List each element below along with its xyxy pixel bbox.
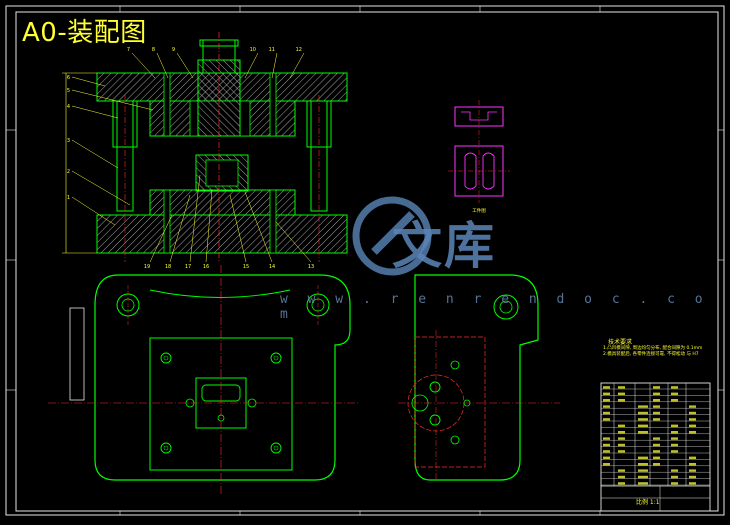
balloon-number: 16 (203, 264, 209, 270)
side-view (398, 274, 560, 481)
inner-border (15, 11, 719, 512)
plan-view (48, 265, 360, 495)
title-block (600, 382, 711, 512)
outer-border (5, 5, 725, 516)
balloon-number: 9 (172, 47, 175, 53)
balloon-numbers-bottom: 19 18 17 16 15 14 13 (144, 264, 314, 270)
front-section-view (62, 32, 348, 262)
drawing-title: A0-装配图 (22, 18, 147, 48)
watermark-logo-icon (352, 196, 432, 276)
balloon-number: 13 (308, 264, 314, 270)
leader-lines (71, 52, 312, 263)
balloon-number: 8 (152, 47, 155, 53)
balloon-number: 1 (67, 195, 70, 201)
scale-label: 比例 1:1 (636, 499, 660, 506)
balloon-number: 18 (165, 264, 171, 270)
balloon-number: 2 (67, 169, 70, 175)
balloon-number: 11 (269, 47, 275, 53)
workpiece-label: 工件图 (472, 207, 486, 214)
balloon-number: 4 (67, 104, 70, 110)
balloon-number: 17 (185, 264, 191, 270)
balloon-number: 6 (67, 75, 70, 81)
balloon-number: 3 (67, 138, 70, 144)
balloon-number: 5 (67, 88, 70, 94)
balloon-number: 15 (243, 264, 249, 270)
balloon-number: 19 (144, 264, 150, 270)
watermark-text: 文库 (392, 217, 496, 275)
balloon-number: 10 (250, 47, 256, 53)
workpiece-view: 工件图 (448, 100, 510, 214)
tech-requirement-line: 1.凸凹模间隙, 周边均匀分布, 配合间隙为 0.1mm (603, 346, 703, 351)
watermark-url: w w w . r e n r e n d o c . c o m (280, 292, 709, 322)
balloon-number: 7 (127, 47, 130, 53)
balloon-number: 12 (296, 47, 302, 53)
balloon-number: 14 (269, 264, 275, 270)
zone-ticks (6, 6, 724, 515)
tech-requirements-title: 技术要求 (608, 339, 633, 346)
tech-requirement-line: 2.模具装配后, 各零件连接可靠, 不得松动 与 H7 (603, 352, 699, 357)
